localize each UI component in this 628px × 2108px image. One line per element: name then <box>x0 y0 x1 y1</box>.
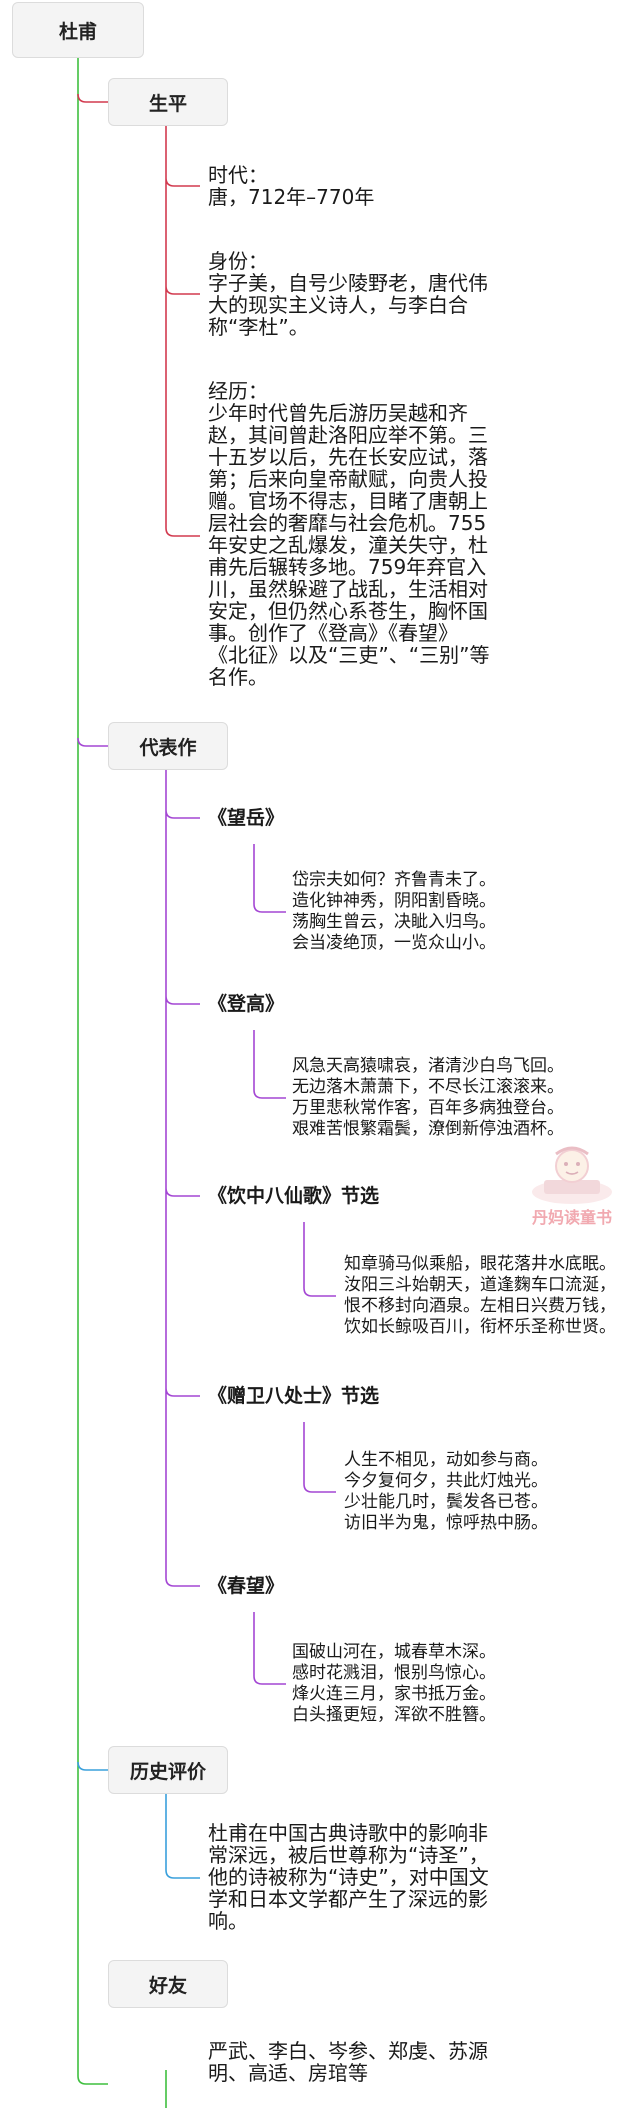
root-to-life-line <box>77 93 108 103</box>
root-to-works-line <box>77 737 108 747</box>
evaluation-text: 杜甫在中国古典诗歌中的影响非 常深远，被后世尊称为“诗圣”， 他的诗被称为“诗史… <box>208 1821 489 1933</box>
friends-node-label: 好友 <box>148 1974 187 1997</box>
poem-5-title[interactable]: 《春望》 <box>208 1575 285 1597</box>
root-node[interactable]: 杜甫 <box>12 2 144 58</box>
poem-2-line <box>253 1030 286 1099</box>
friends-text: 严武、李白、岑参、郑虔、苏源 明、高适、房琯等 <box>208 2039 488 2085</box>
life-node[interactable]: 生平 <box>108 78 228 126</box>
evaluation-node[interactable]: 历史评价 <box>108 1746 228 1794</box>
poem-3-title[interactable]: 《饮中八仙歌》节选 <box>208 1185 380 1207</box>
poem-3-text: 知章骑马似乘船，眼花落井水底眠。 汝阳三斗始朝天，道逢麴车口流涎， 恨不移封向酒… <box>344 1254 616 1337</box>
friends-node[interactable]: 好友 <box>108 1960 228 2008</box>
life-node-label: 生平 <box>148 92 187 115</box>
works-node[interactable]: 代表作 <box>108 722 228 770</box>
life-era-text: 时代： 唐，712年–770年 <box>208 163 375 209</box>
poem-1-line <box>253 844 286 913</box>
poem-4-line <box>303 1422 336 1493</box>
life-identity-text: 身份： 字子美，自号少陵野老，唐代伟 大的现实主义诗人，与李白合 称“李杜”。 <box>208 249 488 339</box>
watermark-logo: 丹妈读童书 <box>522 1140 622 1232</box>
watermark-text: 丹妈读童书 <box>531 1208 612 1227</box>
poem-5-line <box>253 1612 286 1685</box>
life-branch-line <box>165 126 200 537</box>
watermark-mascot-icon <box>532 1146 612 1204</box>
poem-2-text: 风急天高猿啸哀，渚清沙白鸟飞回。 无边落木萧萧下，不尽长江滚滚来。 万里悲秋常作… <box>292 1056 564 1139</box>
poem-1-text: 岱宗夫如何？齐鲁青未了。 造化钟神秀，阴阳割昏晓。 荡胸生曾云，决眦入归鸟。 会… <box>292 870 496 953</box>
poem-5-text: 国破山河在，城春草木深。 感时花溅泪，恨别鸟惊心。 烽火连三月，家书抵万金。 白… <box>292 1642 496 1725</box>
poem-3-line <box>303 1222 336 1297</box>
works-branch-line <box>165 770 200 1587</box>
root-trunk-line <box>77 58 108 2085</box>
poem-4-text: 人生不相见，动如参与商。 今夕复何夕，共此灯烛光。 少壮能几时，鬓发各已苍。 访… <box>344 1450 548 1533</box>
evaluation-node-label: 历史评价 <box>129 1760 206 1783</box>
poem-2-title[interactable]: 《登高》 <box>208 993 285 1015</box>
poem-1-title[interactable]: 《望岳》 <box>208 807 285 829</box>
root-node-label: 杜甫 <box>58 20 97 43</box>
life-experience-text: 经历： 少年时代曾先后游历吴越和齐 赵，其间曾赴洛阳应举不第。三 十五岁以后，先… <box>208 379 490 689</box>
works-node-label: 代表作 <box>139 736 197 759</box>
root-to-evaluation-line <box>77 1761 108 1771</box>
evaluation-branch-line <box>165 1794 200 1879</box>
poem-4-title[interactable]: 《赠卫八处士》节选 <box>208 1385 380 1407</box>
